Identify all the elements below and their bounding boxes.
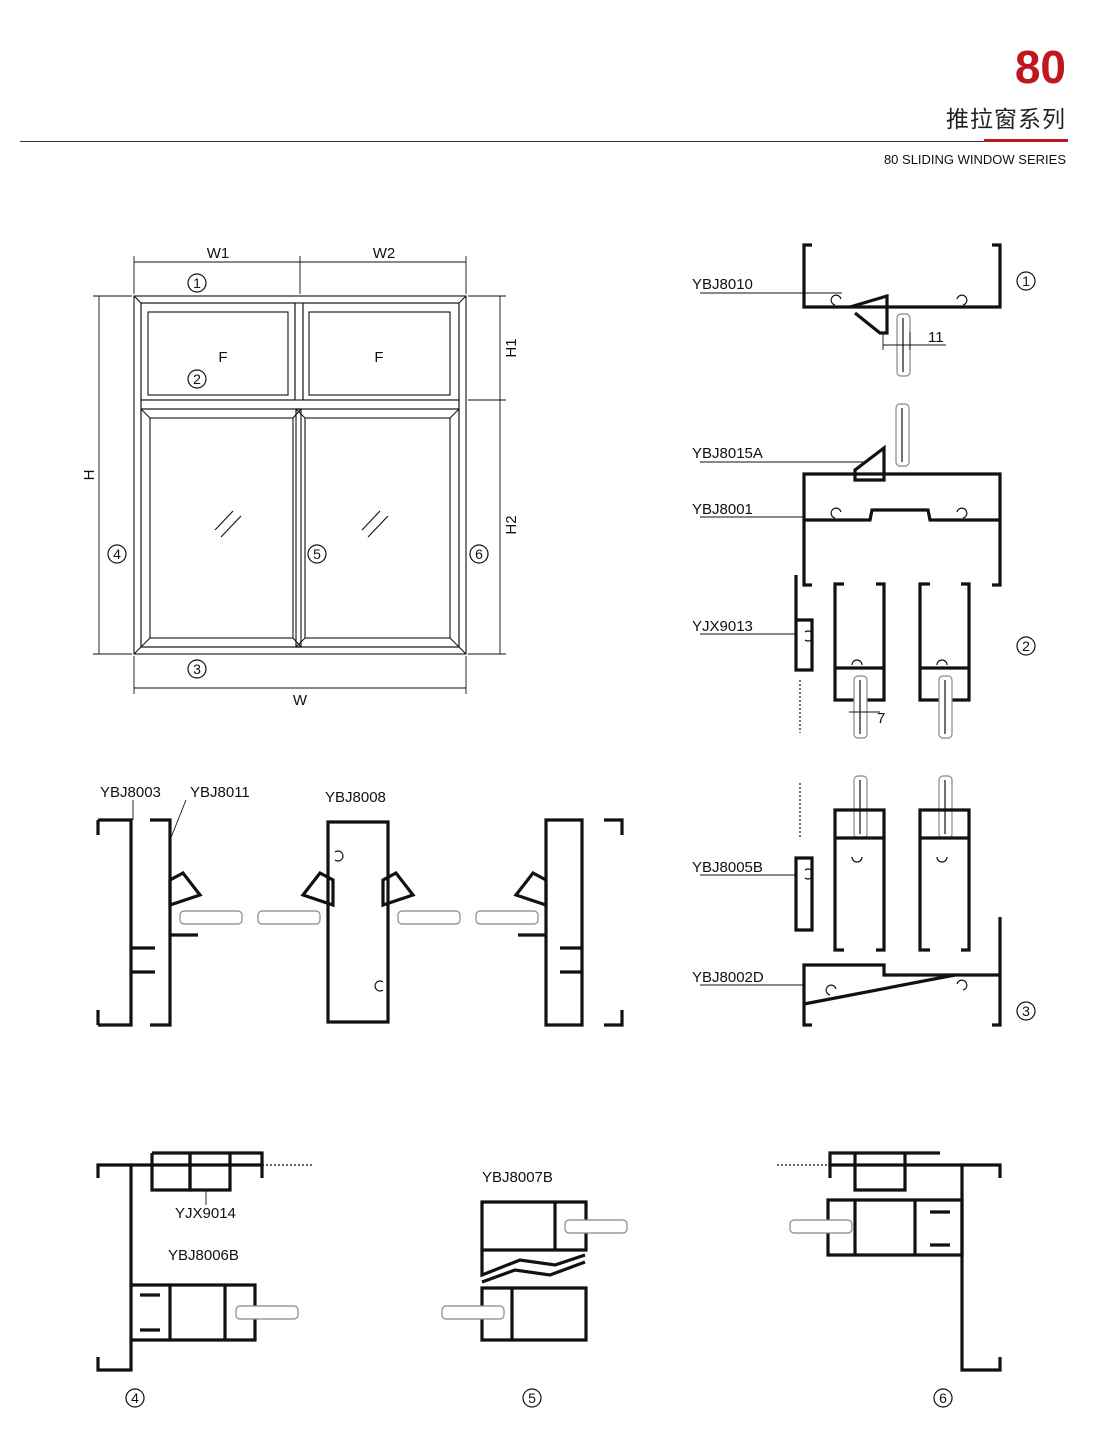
section-1-head: YBJ8010 11 1 bbox=[692, 243, 1036, 377]
svg-text:5: 5 bbox=[528, 1390, 536, 1406]
svg-text:5: 5 bbox=[313, 546, 321, 562]
transom bbox=[140, 399, 460, 410]
section-mid-row: YBJ8003 YBJ8011 YBJ8008 bbox=[96, 784, 624, 1027]
dim-11: 11 bbox=[928, 329, 944, 346]
svg-text:3: 3 bbox=[193, 661, 201, 677]
part-label-yjx9014: YJX9014 bbox=[175, 1205, 236, 1222]
dim-h: H bbox=[81, 470, 98, 481]
callout-5: 5 bbox=[307, 544, 327, 564]
fixed-label-right: F bbox=[374, 349, 383, 366]
part-label-ybj8008: YBJ8008 bbox=[325, 789, 386, 806]
inner-frame bbox=[140, 302, 460, 648]
svg-text:1: 1 bbox=[1022, 273, 1030, 289]
section-4-callout: 4 bbox=[125, 1388, 145, 1408]
outer-frame bbox=[133, 295, 467, 655]
callout-6: 6 bbox=[469, 544, 489, 564]
section-1-callout: 1 bbox=[1016, 271, 1036, 291]
dim-h1: H1 bbox=[503, 338, 520, 357]
callout-4: 4 bbox=[107, 544, 127, 564]
svg-text:2: 2 bbox=[1022, 638, 1030, 654]
callout-3: 3 bbox=[187, 659, 207, 679]
part-label-ybj8006b: YBJ8006B bbox=[168, 1247, 239, 1264]
section-5: YBJ8007B 5 bbox=[441, 1169, 628, 1408]
header-accent-rule bbox=[984, 139, 1068, 142]
series-title-en: 80 SLIDING WINDOW SERIES bbox=[883, 152, 1066, 167]
svg-text:6: 6 bbox=[939, 1390, 947, 1406]
part-label-ybj8001: YBJ8001 bbox=[692, 501, 753, 518]
part-label-ybj8007b: YBJ8007B bbox=[482, 1169, 553, 1186]
section-5-callout: 5 bbox=[522, 1388, 542, 1408]
section-4: YJX9014 YBJ8006B 4 bbox=[96, 1151, 314, 1408]
series-number: 80 bbox=[1014, 41, 1066, 93]
callout-1: 1 bbox=[187, 273, 207, 293]
svg-text:3: 3 bbox=[1022, 1003, 1030, 1019]
section-2-callout: 2 bbox=[1016, 636, 1036, 656]
dim-w2: W2 bbox=[373, 245, 396, 262]
section-6-callout: 6 bbox=[933, 1388, 953, 1408]
section-3-sill-bottom: YBJ8005B YBJ8002D 3 bbox=[692, 775, 1036, 1027]
dim-w1: W1 bbox=[207, 245, 230, 262]
dim-w: W bbox=[293, 692, 308, 709]
section-6: 6 bbox=[777, 1151, 1002, 1408]
svg-text:2: 2 bbox=[193, 371, 201, 387]
svg-text:4: 4 bbox=[131, 1390, 139, 1406]
dimension-lines bbox=[93, 256, 506, 694]
series-title-cn: 推拉窗系列 bbox=[946, 107, 1066, 133]
fixed-label-left: F bbox=[218, 349, 227, 366]
window-elevation: F F W1 W2 W H H1 H2 1 2 3 4 5 6 bbox=[81, 245, 520, 709]
part-label-ybj8002d: YBJ8002D bbox=[692, 969, 764, 986]
svg-text:4: 4 bbox=[113, 546, 121, 562]
dim-7: 7 bbox=[877, 710, 885, 727]
svg-text:6: 6 bbox=[475, 546, 483, 562]
part-label-ybj8003: YBJ8003 bbox=[100, 784, 161, 801]
part-label-yjx9013: YJX9013 bbox=[692, 618, 753, 635]
section-2-sill-top: YBJ8015A YBJ8001 YJX9013 7 2 bbox=[692, 403, 1036, 739]
sash-right bbox=[295, 408, 460, 648]
part-label-ybj8011: YBJ8011 bbox=[190, 784, 250, 801]
dim-h2: H2 bbox=[503, 515, 520, 534]
section-3-callout: 3 bbox=[1016, 1001, 1036, 1021]
header-rule bbox=[20, 141, 1068, 142]
sash-left bbox=[140, 408, 302, 648]
part-label-ybj8010: YBJ8010 bbox=[692, 276, 753, 293]
svg-text:1: 1 bbox=[193, 275, 201, 291]
part-label-ybj8005b: YBJ8005B bbox=[692, 859, 763, 876]
part-label-ybj8015a: YBJ8015A bbox=[692, 445, 763, 462]
callout-2: 2 bbox=[187, 369, 207, 389]
